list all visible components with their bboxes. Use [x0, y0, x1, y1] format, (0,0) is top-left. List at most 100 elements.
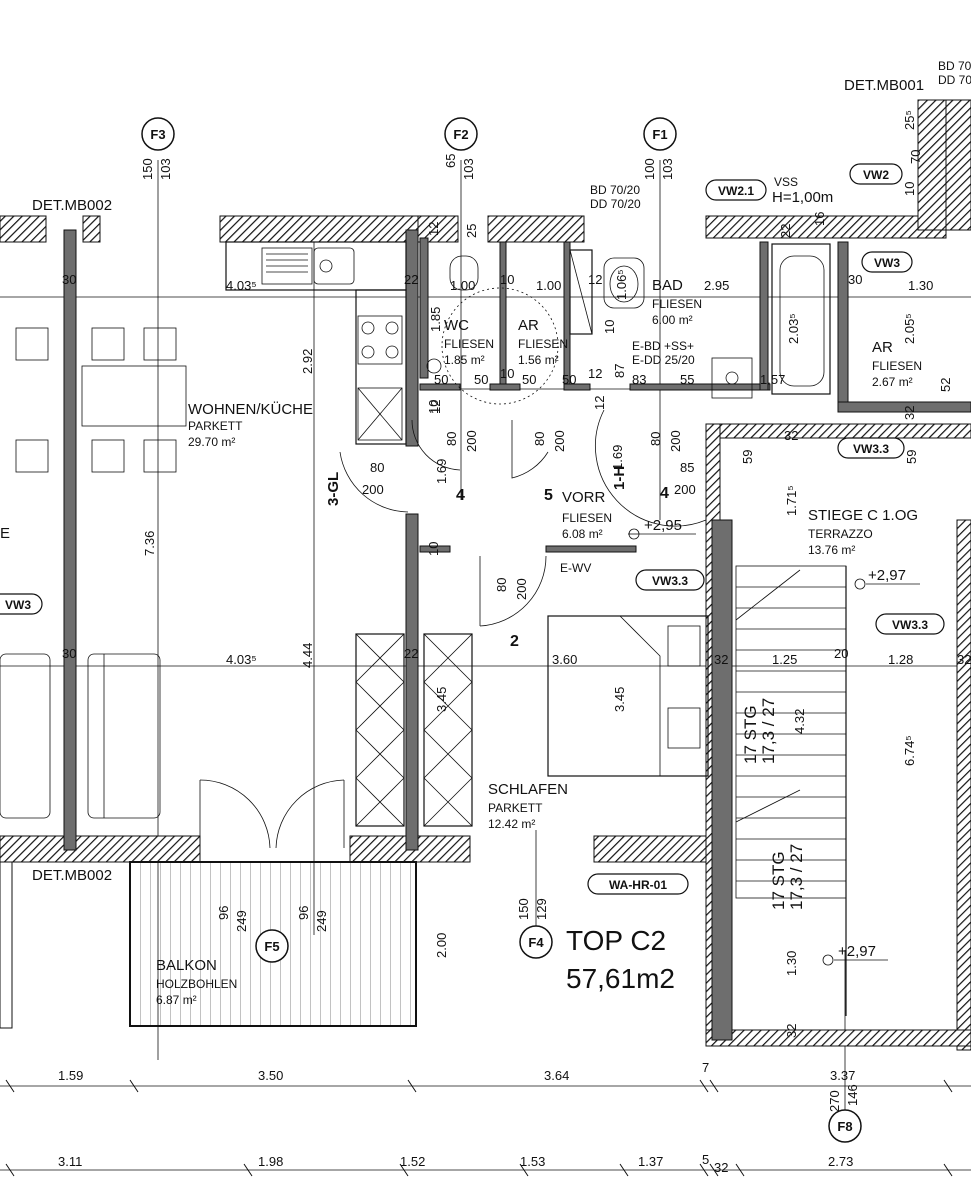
detail-label: BD 70/20: [590, 183, 640, 197]
dim: 3.50: [258, 1068, 283, 1083]
room-floor: FLIESEN: [652, 297, 702, 311]
dim: 96: [296, 906, 311, 920]
door-number: 4: [456, 487, 465, 504]
dim: 22: [778, 224, 793, 238]
wall-tag-label: VW3.3: [853, 442, 889, 456]
room-name: AR: [872, 339, 893, 356]
dim: 1.25: [772, 652, 797, 667]
room-area: 6.08 m²: [562, 527, 603, 541]
dim: 1.71⁵: [784, 485, 799, 516]
dim: 1.30: [784, 951, 799, 976]
axis-marker: F3: [141, 117, 175, 151]
wall-tag-label: VW3: [874, 256, 900, 270]
dim: 25: [464, 224, 479, 238]
detail-label: E-WV: [560, 561, 591, 575]
dim: 83: [632, 372, 646, 387]
dimensions: 4.03⁵ 4.03⁵ 22 22 30 30 1.00 10 1.00 12 …: [58, 272, 971, 1175]
wall-tag: VW3.3: [837, 437, 905, 459]
dim: 1.06⁵: [614, 269, 629, 300]
bath-fixtures: [426, 243, 831, 399]
room-floor: PARKETT: [188, 419, 243, 433]
dim: 150: [140, 158, 155, 180]
dim: 22: [404, 646, 418, 661]
detail-label: DET.MB002: [32, 197, 112, 214]
room-name: BALKON: [156, 957, 217, 974]
axis-markers: F3 F2 F1 F5 F4 F8: [141, 117, 862, 1143]
dim: 4.03⁵: [226, 278, 257, 293]
dim: 30: [62, 272, 76, 287]
dim: 32: [784, 1024, 799, 1038]
dim: 1.85: [428, 307, 443, 332]
level-text: +2,97: [838, 943, 876, 960]
axis-label: F1: [652, 127, 667, 142]
axis-marker: F8: [828, 1109, 862, 1143]
detail-label: E-BD +SS+: [632, 339, 694, 353]
stair-label: 17 STG: [769, 851, 788, 910]
detail-label: E-DD 25/20: [632, 353, 695, 367]
dim: 10: [602, 320, 617, 334]
dim: 1.30: [908, 278, 933, 293]
dim: 2.00: [434, 933, 449, 958]
dim: 1.28: [888, 652, 913, 667]
balkon: [0, 861, 417, 1029]
wall-tag: WA-HR-01: [587, 873, 689, 895]
dim: 80: [370, 460, 384, 475]
level-marker: +2,95: [628, 517, 696, 540]
dim: 96: [216, 906, 231, 920]
dimensions-vertical: 2.92 7.36 4.44 1.85 1.06⁵ 10 2.03⁵ 2.05⁵…: [142, 110, 953, 1038]
wall-type-tags: VW2.1 VW2 VW3 VW3.3 VW3.3 VW3.3 VW3 WA-H…: [0, 163, 945, 895]
kitchen: [225, 241, 407, 445]
room-area: 2.67 m²: [872, 375, 913, 389]
dim: 3.64: [544, 1068, 569, 1083]
dim: 200: [674, 482, 696, 497]
stair-label: 17 STG: [741, 705, 760, 764]
detail-label: 3-GL: [325, 472, 342, 506]
dim: 50: [562, 372, 576, 387]
dim: 103: [660, 158, 675, 180]
detail-label: BD 70: [938, 59, 971, 73]
detail-label: H=1,00m: [772, 189, 833, 206]
dim: 1.00: [450, 278, 475, 293]
wall-tag: VW3: [861, 251, 913, 273]
dim: 1.52: [400, 1154, 425, 1169]
dim: 2.92: [300, 349, 315, 374]
room-name: WOHNEN/KÜCHE: [188, 400, 313, 418]
dim: 4.32: [792, 709, 807, 734]
stair-label: 17,3 / 27: [759, 698, 778, 764]
room-name: STIEGE C 1.OG: [808, 507, 918, 524]
dim: 32: [957, 652, 971, 667]
dining-table: [0, 327, 187, 819]
unit-title: TOP C2: [566, 925, 666, 956]
detail-label: DD 70: [938, 73, 971, 87]
dim: 50: [434, 372, 448, 387]
room-floor: TERRAZZO: [808, 527, 873, 541]
dim: 80: [494, 578, 509, 592]
dim: 7: [702, 1060, 709, 1075]
wardrobes: [355, 633, 473, 827]
dim: 80: [532, 432, 547, 446]
dim: 200: [362, 482, 384, 497]
room-name: AR: [518, 317, 539, 334]
wall-tag-label: VW3: [5, 598, 31, 612]
dim: 129: [534, 898, 549, 920]
room-area: 6.00 m²: [652, 313, 693, 327]
dim: 59: [904, 450, 919, 464]
axis-label: F4: [528, 935, 544, 950]
axis-label: F5: [264, 939, 279, 954]
dim: 146: [845, 1084, 860, 1106]
dim: 32: [902, 406, 917, 420]
axis-label: F8: [837, 1119, 852, 1134]
dim: 80: [648, 432, 663, 446]
dim: 59: [740, 450, 755, 464]
dim-ticks: [5, 1079, 953, 1177]
door-number: 4: [660, 485, 669, 502]
exterior-walls: [0, 99, 971, 1051]
room-name: VORR: [562, 489, 606, 506]
stair-label: 17,3 / 27: [787, 844, 806, 910]
room-floor: PARKETT: [488, 801, 543, 815]
level-text: +2,95: [644, 517, 682, 534]
axis-marker: F4: [519, 925, 553, 959]
wall-tag: VW3.3: [635, 569, 705, 591]
detail-labels: DET.MB002 DET.MB002 DET.MB001 BD 70/20 D…: [32, 59, 971, 884]
